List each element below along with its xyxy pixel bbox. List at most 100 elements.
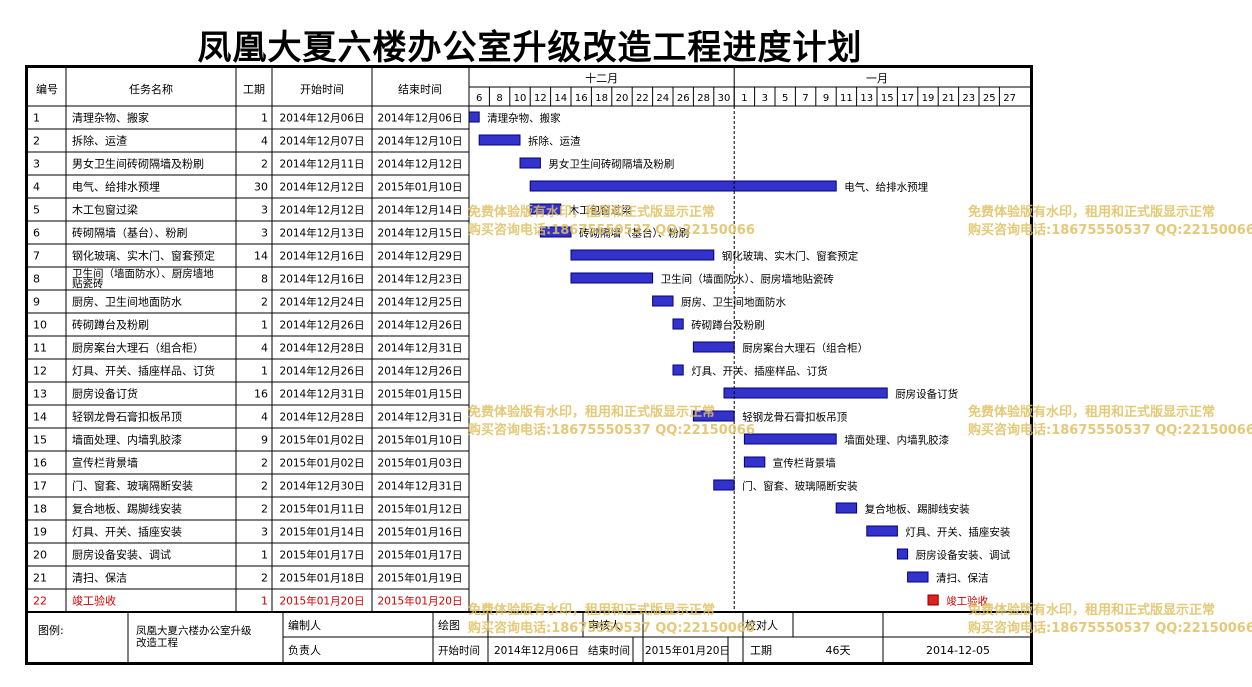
task-name: 墙面处理、内墙乳胶漆 xyxy=(72,433,182,447)
task-id: 1 xyxy=(33,112,40,125)
gantt-bar-label: 砖砌隔墙（基台）、粉刷 xyxy=(579,227,689,240)
gantt-bar-label: 门、窗套、玻璃隔断安装 xyxy=(742,480,858,493)
task-id: 18 xyxy=(33,503,47,516)
day-label: 28 xyxy=(697,93,710,104)
task-start: 2014年12月28日 xyxy=(280,411,365,424)
day-label: 26 xyxy=(677,93,690,104)
task-duration: 2 xyxy=(261,296,268,309)
day-label: 27 xyxy=(1003,93,1016,104)
task-duration: 3 xyxy=(261,526,268,539)
day-label: 10 xyxy=(514,93,527,104)
gantt-bar xyxy=(672,318,684,330)
task-start: 2014年12月13日 xyxy=(280,227,365,240)
project-name: 凤凰大夏六楼办公室升级 xyxy=(136,624,252,637)
task-id: 10 xyxy=(33,319,47,332)
gantt-bar-label: 男女卫生间砖砌隔墙及粉刷 xyxy=(548,158,674,171)
gantt-bar-label: 卫生间（墙面防水）、厨房墙地贴瓷砖 xyxy=(661,273,835,286)
legend-label: 图例: xyxy=(38,623,64,637)
gantt-bar-label: 砖砌蹲台及粉刷 xyxy=(691,319,765,332)
task-name: 厨房、卫生间地面防水 xyxy=(72,295,182,309)
gantt-bar-label: 厨房设备订货 xyxy=(895,388,958,401)
day-label: 15 xyxy=(881,93,894,104)
task-id: 13 xyxy=(33,388,47,401)
day-label: 14 xyxy=(554,93,567,104)
gantt-bar-label: 厨房设备安装、调试 xyxy=(916,549,1011,562)
task-end: 2014年12月15日 xyxy=(378,227,463,240)
task-duration: 4 xyxy=(261,411,268,424)
day-label: 13 xyxy=(860,93,873,104)
gantt-bar-label: 钢化玻璃、实木门、窗套预定 xyxy=(722,250,859,263)
footer-duration-value: 46天 xyxy=(826,644,851,657)
day-label: 30 xyxy=(718,93,731,104)
task-end: 2014年12月06日 xyxy=(378,112,463,125)
task-end: 2014年12月14日 xyxy=(378,204,463,217)
gantt-bar xyxy=(713,479,735,491)
task-end: 2015年01月03日 xyxy=(378,457,463,470)
task-duration: 4 xyxy=(261,135,268,148)
task-duration: 2 xyxy=(261,503,268,516)
task-start: 2014年12月31日 xyxy=(280,388,365,401)
task-id: 3 xyxy=(33,158,40,171)
task-end: 2015年01月15日 xyxy=(378,388,463,401)
task-duration: 1 xyxy=(261,365,268,378)
task-name: 贴瓷砖 xyxy=(72,277,104,290)
task-id: 14 xyxy=(33,411,47,424)
task-name: 电气、给排水预埋 xyxy=(72,180,160,194)
day-label: 19 xyxy=(922,93,935,104)
task-name: 厨房案台大理石（组合柜） xyxy=(72,341,204,355)
task-start: 2014年12月12日 xyxy=(280,204,365,217)
task-end: 2014年12月31日 xyxy=(378,480,463,493)
gantt-bar xyxy=(529,203,562,215)
gantt-bar-label: 竣工验收 xyxy=(946,595,988,608)
day-label: 7 xyxy=(802,93,808,104)
task-name: 清扫、保洁 xyxy=(72,571,127,585)
task-start: 2015年01月02日 xyxy=(280,457,365,470)
footer-start-value: 2014年12月06日 xyxy=(494,644,579,657)
task-duration: 3 xyxy=(261,227,268,240)
gantt-bar xyxy=(468,111,480,123)
gantt-bar xyxy=(529,180,837,192)
gantt-bar-label: 厨房案台大理石（组合柜） xyxy=(742,342,868,355)
day-label: 3 xyxy=(762,93,768,104)
task-id: 2 xyxy=(33,135,40,148)
task-id: 22 xyxy=(33,595,47,608)
task-end: 2014年12月26日 xyxy=(378,365,463,378)
task-start: 2014年12月28日 xyxy=(280,342,365,355)
task-id: 20 xyxy=(33,549,47,562)
task-duration: 2 xyxy=(261,480,268,493)
task-duration: 1 xyxy=(261,549,268,562)
task-duration: 4 xyxy=(261,342,268,355)
task-name: 拆除、运渣 xyxy=(72,134,127,148)
task-id: 9 xyxy=(33,296,40,309)
gantt-bar-label: 灯具、开关、插座样品、订货 xyxy=(691,365,828,378)
day-label: 18 xyxy=(595,93,608,104)
footer-end-label: 结束时间 xyxy=(588,644,630,657)
task-start: 2015年01月20日 xyxy=(280,595,365,608)
gantt-bar-label: 宣传栏背景墙 xyxy=(773,457,836,470)
day-label: 11 xyxy=(840,93,853,104)
gantt-bar xyxy=(743,433,837,445)
task-name: 卫生间（墙面防水）、厨房墙地 xyxy=(72,267,214,280)
task-end: 2014年12月26日 xyxy=(378,319,463,332)
task-name: 厨房设备订货 xyxy=(72,387,138,401)
task-id: 11 xyxy=(33,342,47,355)
day-label: 16 xyxy=(575,93,588,104)
task-start: 2015年01月11日 xyxy=(280,503,365,516)
task-start: 2014年12月30日 xyxy=(280,480,365,493)
task-start: 2014年12月07日 xyxy=(280,135,365,148)
gantt-bar xyxy=(907,571,929,583)
task-id: 7 xyxy=(33,250,40,263)
gantt-bar-label: 墙面处理、内墙乳胶漆 xyxy=(844,434,949,447)
task-end: 2015年01月12日 xyxy=(378,503,463,516)
col-header-start: 开始时间 xyxy=(300,82,344,96)
footer-start-label: 开始时间 xyxy=(438,644,480,657)
gantt-bar-label: 灯具、开关、插座安装 xyxy=(905,526,1010,539)
task-id: 5 xyxy=(33,204,40,217)
gantt-bar xyxy=(519,157,541,169)
page-title: 凤凰大夏六楼办公室升级改造工程进度计划 xyxy=(197,28,863,68)
task-duration: 16 xyxy=(254,388,268,401)
task-end: 2015年01月10日 xyxy=(378,181,463,194)
task-duration: 2 xyxy=(261,158,268,171)
task-duration: 1 xyxy=(261,112,268,125)
project-name: 改造工程 xyxy=(136,636,178,649)
